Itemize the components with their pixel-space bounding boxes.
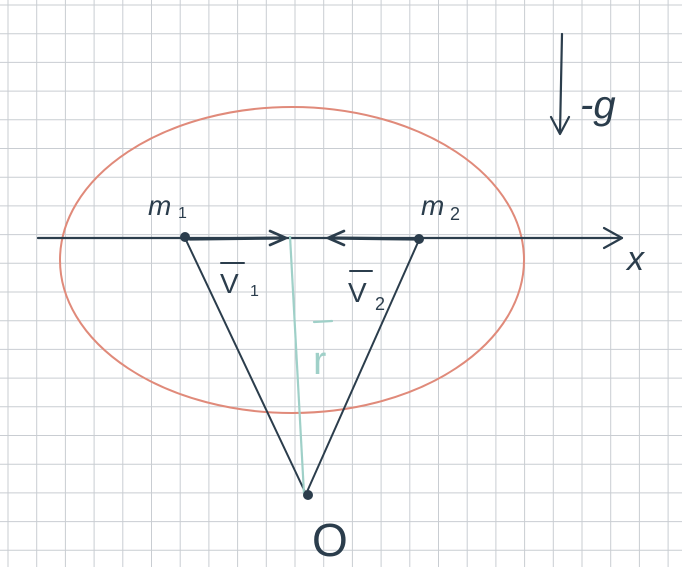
position-vector-r — [288, 235, 306, 495]
gravity-label: -g — [580, 83, 616, 127]
line-m1-to-origin — [184, 237, 307, 495]
velocity-arrow-v2 — [326, 229, 418, 247]
velocity-2-subscript: 2 — [375, 294, 385, 314]
mass-1-subscript: 1 — [178, 205, 187, 222]
line-m2-to-origin — [305, 239, 420, 495]
gravity-arrow — [549, 32, 571, 136]
velocity-2-label: V — [348, 277, 367, 308]
x-axis-label: x — [625, 240, 645, 278]
mass-1-label: m — [148, 190, 171, 221]
mass-2-point — [414, 234, 424, 244]
x-axis-arrowhead — [602, 226, 624, 250]
origin-point — [303, 490, 313, 500]
mass-2-subscript: 2 — [450, 204, 460, 224]
system-ellipse — [59, 106, 525, 414]
velocity-1-label: V — [220, 268, 239, 299]
mass-2-label: m — [421, 190, 444, 221]
velocity-1-subscript: 1 — [250, 283, 259, 300]
mass-1-point — [180, 232, 190, 242]
velocity-arrow-v1 — [188, 229, 288, 247]
r-overbar — [312, 319, 334, 324]
position-vector-label: r — [313, 339, 326, 383]
origin-label: O — [312, 514, 348, 566]
